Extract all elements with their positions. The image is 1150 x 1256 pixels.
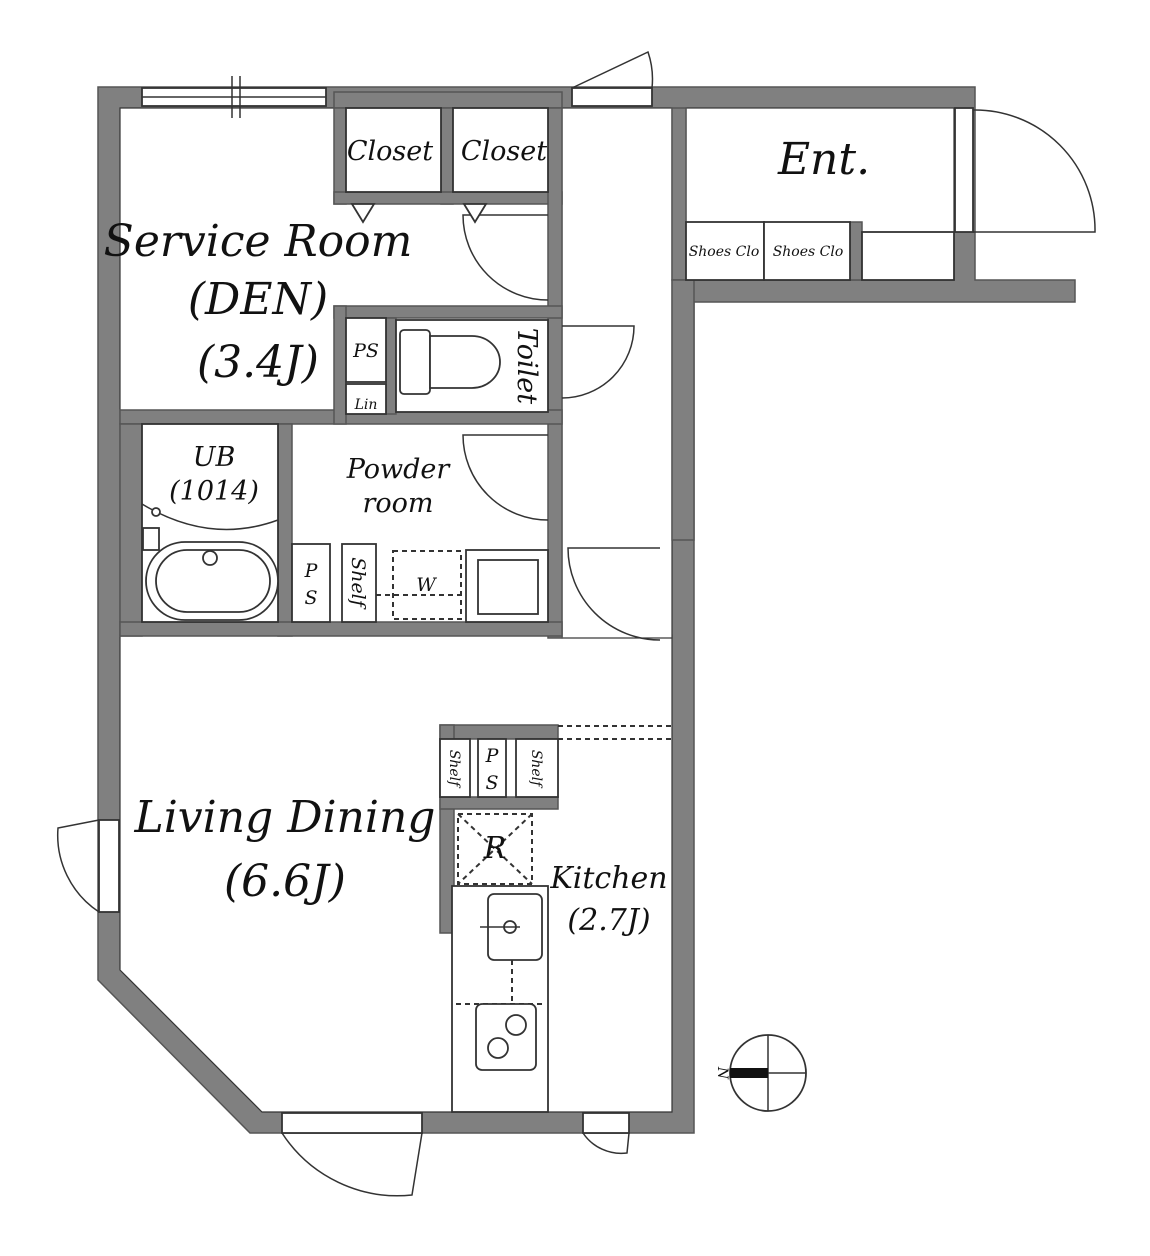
label-ps-mid-1: P — [304, 560, 319, 582]
label-shoes-closet-2: Shoes Clo — [773, 244, 844, 260]
wall-ps-right — [385, 317, 397, 415]
label-kitchen-size: (2.7J) — [567, 903, 650, 938]
entrance-step — [861, 231, 955, 281]
wall-hall-right — [671, 279, 695, 541]
label-powder-room-1: Powder — [346, 454, 452, 485]
burner-2-icon — [487, 1037, 509, 1059]
wall-closet-top — [333, 91, 563, 109]
toilet-bowl — [429, 335, 501, 389]
bathtub-drain-icon — [202, 550, 218, 566]
window-hall — [571, 87, 653, 107]
label-refrigerator: R — [483, 831, 507, 866]
label-ps-upper: PS — [352, 340, 379, 362]
front-door-frame — [954, 107, 974, 233]
label-shelf-mid: Shelf — [347, 557, 369, 610]
labels: Service Room (DEN) (3.4J) Closet Closet … — [104, 134, 870, 938]
refrigerator-cross-1 — [457, 813, 533, 885]
label-shoes-closet-1: Shoes Clo — [689, 244, 760, 260]
refrigerator-space — [457, 813, 533, 885]
cooktop — [475, 1003, 537, 1071]
label-kitchen: Kitchen — [549, 861, 667, 896]
door-powder-swing — [462, 434, 549, 521]
wall-hall-left — [547, 107, 563, 639]
washer-space — [392, 550, 462, 620]
wall-toilet-left — [333, 305, 347, 425]
window-living-bottom — [281, 1112, 423, 1134]
window-kitchen-swing — [582, 1132, 630, 1155]
wall-kitchen-top — [439, 724, 559, 740]
ps-mid-box — [291, 543, 331, 623]
toilet-tank — [399, 329, 431, 395]
label-unit-bath-size: (1014) — [169, 476, 259, 507]
wall-shoes-right — [849, 221, 863, 281]
wall-bath-left — [119, 423, 143, 637]
wall-bath-bottom — [119, 621, 563, 637]
refrigerator-cross-2 — [457, 813, 533, 885]
ps-upper-box — [345, 317, 387, 383]
compass: N — [714, 1034, 807, 1112]
wall-closet-mid — [440, 107, 454, 205]
label-living-dining: Living Dining — [134, 792, 436, 843]
label-toilet: Toilet — [511, 328, 542, 404]
wall-bath-right — [277, 423, 293, 637]
kitchen-shelf-2-box — [515, 738, 559, 798]
burner-1-icon — [505, 1014, 527, 1036]
label-kitchen-ps-2: S — [485, 772, 498, 794]
wall-toilet-top — [333, 305, 563, 319]
label-service-room: Service Room — [104, 216, 413, 267]
label-washer: W — [416, 574, 437, 596]
front-door-swing — [972, 109, 1096, 233]
interior-walls — [119, 91, 863, 934]
shower-head-icon — [151, 507, 161, 517]
wall-closet-left — [333, 107, 347, 205]
kitchen-ps-box — [477, 738, 507, 798]
kitchen-shelf-1-box — [439, 738, 471, 798]
label-service-room-den: (DEN) — [188, 274, 328, 325]
fixtures — [141, 107, 955, 1113]
bath-faucet — [142, 527, 160, 551]
compass-north-label: N — [714, 1066, 730, 1080]
label-living-dining-size: (6.6J) — [224, 856, 346, 907]
closet-2-arrow — [462, 203, 488, 224]
door-hall-swing — [571, 50, 654, 89]
wall-closet-bottom — [333, 191, 563, 205]
window-living — [98, 819, 120, 913]
label-closet-2: Closet — [461, 136, 547, 167]
window-kitchen — [582, 1112, 630, 1134]
label-ps-mid-2: S — [304, 587, 317, 609]
closet-1-arrow — [350, 203, 376, 224]
wall-entrance-left — [671, 107, 687, 281]
closet-2-box — [452, 107, 549, 193]
shoes-closet-2-box — [763, 221, 851, 281]
doors — [56, 50, 1096, 1197]
window-living-bottom-swing — [281, 1132, 423, 1197]
label-powder-room-2: room — [362, 488, 433, 519]
door-living-swing — [567, 547, 661, 641]
wall-kitchen-shelf-bottom — [439, 796, 559, 810]
label-kitchen-shelf-2: Shelf — [528, 750, 544, 789]
label-closet-1: Closet — [347, 136, 433, 167]
label-kitchen-ps-1: P — [485, 745, 500, 767]
label-unit-bath: UB — [193, 442, 236, 473]
compass-north-needle — [730, 1068, 768, 1078]
shoes-closet-1-box — [685, 221, 765, 281]
door-toilet-swing — [561, 325, 635, 399]
windows — [98, 76, 974, 1134]
label-service-room-size: (3.4J) — [197, 337, 319, 388]
bathtub-inner — [155, 549, 271, 613]
vanity-basin — [477, 559, 539, 615]
closet-1-box — [345, 107, 442, 193]
label-kitchen-shelf-1: Shelf — [446, 750, 462, 789]
label-entrance: Ent. — [777, 134, 870, 185]
door-den-swing — [462, 214, 549, 301]
label-linen: Lin — [354, 397, 378, 413]
window-living-swing — [56, 819, 100, 913]
linen-box — [345, 383, 387, 415]
shelf-mid-box — [341, 543, 377, 623]
